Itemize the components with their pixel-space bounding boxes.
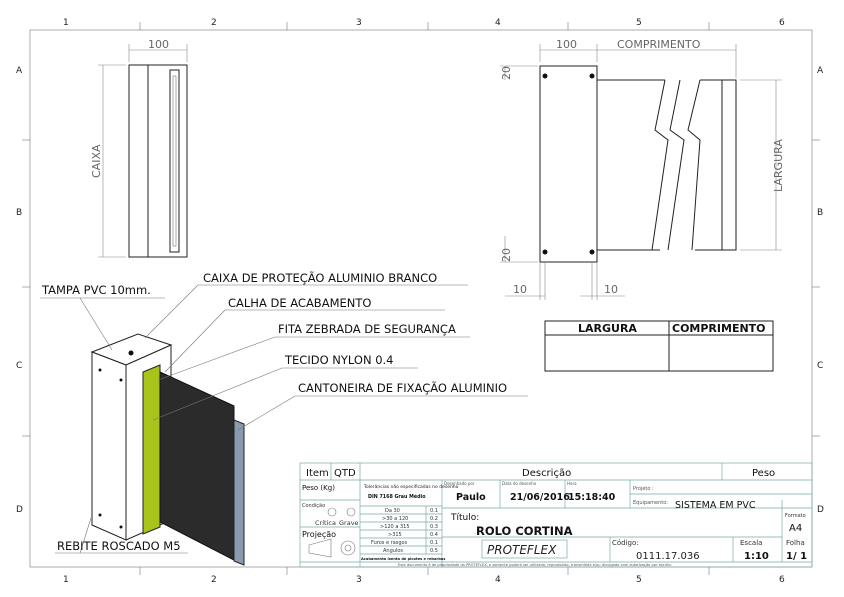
tb-peso: Peso xyxy=(752,468,775,479)
dim-front-width: 100 xyxy=(556,38,577,51)
row-label: B xyxy=(16,208,22,218)
tecido-nylon xyxy=(159,371,235,561)
col-label: 3 xyxy=(356,18,362,28)
callout-calha: CALHA DE ACABAMENTO xyxy=(228,296,371,310)
col-label: 4 xyxy=(495,575,501,585)
size-table-header-comprimento: COMPRIMENTO xyxy=(672,322,766,335)
dim-largura: LARGURA xyxy=(772,139,785,192)
col-label: 6 xyxy=(779,575,785,585)
tb-sheet: 1/ 1 xyxy=(786,551,807,562)
row-label: C xyxy=(817,361,823,371)
callout-tampa: TAMPA PVC 10mm. xyxy=(41,283,151,297)
tb-date: 21/06/2016 xyxy=(510,492,570,503)
tol-range: >315 xyxy=(388,532,402,538)
tb-tolerance-std: DIN 7168 Grau Médio xyxy=(368,493,426,500)
row-label: D xyxy=(817,505,824,515)
tb-qtd: QTD xyxy=(334,468,356,479)
dim-side-width: 100 xyxy=(148,38,169,51)
tb-project-label: Projeto : xyxy=(633,486,654,492)
dim-top-20: 20 xyxy=(500,66,513,80)
tb-time-label: Hora xyxy=(567,481,577,486)
tb-item: Item xyxy=(306,468,329,479)
dim-comprimento: COMPRIMENTO xyxy=(617,38,701,51)
tb-drawn-by-label: Desenhado por xyxy=(444,481,475,486)
tb-equipment-label: Equipamento: xyxy=(633,500,668,506)
callout-caixa: CAIXA DE PROTEÇÃO ALUMINIO BRANCO xyxy=(203,270,437,285)
row-label: C xyxy=(16,361,22,371)
calha-acabamento xyxy=(142,364,161,535)
tb-format-label: Formato xyxy=(785,513,806,519)
tb-projecao: Projeção xyxy=(302,530,336,539)
tol-range: >120 a 315 xyxy=(380,524,410,530)
col-label: 2 xyxy=(211,18,217,28)
tb-code: 0111.17.036 xyxy=(636,551,700,562)
tb-condicao: Condição xyxy=(302,503,325,509)
tol-value: 0.4 xyxy=(430,532,438,538)
tb-descricao: Descrição xyxy=(522,468,571,479)
tol-range: >30 a 120 xyxy=(382,516,408,522)
row-label: A xyxy=(817,66,824,76)
tol-range: Angulos xyxy=(383,548,403,554)
proteflex-logo: PROTEFLEX xyxy=(487,543,557,557)
tb-finish-note: Acabamento isento de picotes e rebarbas xyxy=(361,557,445,561)
grid-ticks xyxy=(22,22,820,575)
dim-left-10: 10 xyxy=(513,283,527,296)
tb-code-label: Código: xyxy=(612,539,639,547)
row-label: D xyxy=(16,505,23,515)
tb-scale-label: Escala xyxy=(740,539,762,547)
tb-scale: 1:10 xyxy=(744,551,769,562)
dim-caixa: CAIXA xyxy=(90,144,103,178)
tol-value: 0.1 xyxy=(430,540,438,546)
callout-rebite: REBITE ROSCADO M5 xyxy=(57,539,181,553)
callout-tecido: TECIDO NYLON 0.4 xyxy=(284,353,394,367)
tol-range: Da 30 xyxy=(385,508,400,514)
col-label: 2 xyxy=(211,575,217,585)
front-view: 100 COMPRIMENTO LARGURA 20 20 10 10 xyxy=(500,38,785,300)
side-view: 100 CAIXA xyxy=(90,38,188,258)
tb-time: 15:18:40 xyxy=(568,492,616,503)
tb-date-label: Data do desenho xyxy=(502,481,537,486)
tol-range: Furos e rasgos xyxy=(371,540,408,546)
tb-footer: Este documento é de propriedade da PROTE… xyxy=(398,563,672,567)
projection-symbol-icon xyxy=(308,538,332,558)
tb-tolerance-title: Tolerâncias não especificadas no desenho xyxy=(363,483,459,490)
tol-value: 0.1 xyxy=(430,508,438,514)
tol-value: 0.2 xyxy=(430,516,438,522)
callout-cantoneira: CANTONEIRA DE FIXAÇÃO ALUMINIO xyxy=(298,380,507,395)
tb-critica: Crítica xyxy=(315,519,336,527)
tb-equipment: SISTEMA EM PVC xyxy=(675,500,756,511)
row-label: B xyxy=(817,208,823,218)
size-table-header-largura: LARGURA xyxy=(578,322,637,335)
tb-drawn-by: Paulo xyxy=(456,492,486,503)
col-label: 1 xyxy=(63,18,69,28)
tol-value: 0.3 xyxy=(430,524,438,530)
callout-fita: FITA ZEBRADA DE SEGURANÇA xyxy=(278,322,456,336)
row-label: A xyxy=(16,66,23,76)
col-label: 4 xyxy=(495,18,501,28)
tb-sheet-label: Folha xyxy=(786,539,805,547)
tb-format: A4 xyxy=(789,523,802,534)
col-label: 1 xyxy=(63,575,69,585)
isometric-view xyxy=(90,333,245,566)
projection-circle-icon xyxy=(340,540,356,556)
col-label: 5 xyxy=(636,575,642,585)
dim-bottom-20: 20 xyxy=(500,248,513,262)
col-label: 5 xyxy=(636,18,642,28)
tb-peso-kg: Peso (Kg) xyxy=(302,484,335,492)
tb-grave: Grave xyxy=(339,519,359,527)
dim-right-10: 10 xyxy=(604,283,618,296)
col-label: 6 xyxy=(779,18,785,28)
title-block: Item QTD Descrição Peso Peso (Kg) Tolerâ… xyxy=(299,462,813,568)
tol-value: 0.5 xyxy=(430,548,438,554)
tb-title-label: Título: xyxy=(450,513,479,523)
col-label: 3 xyxy=(356,575,362,585)
size-table: LARGURA COMPRIMENTO xyxy=(544,320,774,372)
cantoneira xyxy=(233,419,245,566)
tb-title: ROLO CORTINA xyxy=(476,524,573,538)
